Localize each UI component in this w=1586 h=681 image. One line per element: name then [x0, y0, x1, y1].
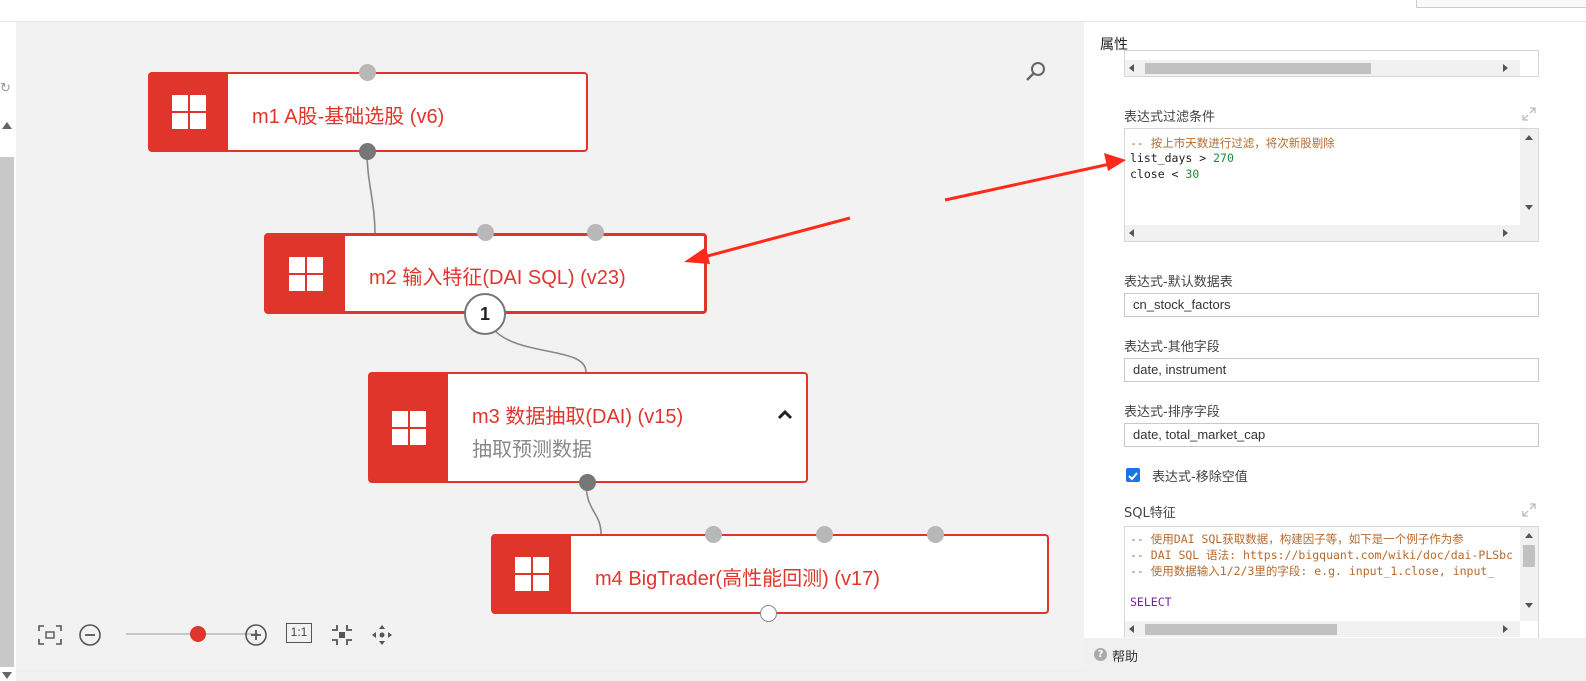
code-line: SELECT	[1130, 595, 1172, 609]
scroll-right-arrow-icon[interactable]	[1503, 64, 1508, 72]
scroll-left-arrow-icon[interactable]	[1129, 625, 1134, 633]
properties-panel: 属性 表达式过滤条件 -- 按上市天数进行过滤，将次新股剔除 list_days…	[1084, 22, 1586, 670]
scroll-down-arrow-icon[interactable]	[2, 672, 12, 679]
search-icon[interactable]	[1024, 60, 1048, 84]
code-line: -- 使用数据输入1/2/3里的字段: e.g. input_1.close, …	[1130, 564, 1495, 578]
node-subtitle: 抽取预测数据	[472, 439, 592, 461]
code-line: list_days > 270	[1130, 151, 1234, 165]
node-m2[interactable]: m2 输入特征(DAI SQL) (v23) 1	[264, 224, 707, 335]
scroll-left-arrow-icon[interactable]	[1129, 229, 1134, 237]
drop-null-label: 表达式-移除空值	[1152, 470, 1248, 485]
module-grid-icon	[493, 536, 571, 612]
scroll-up-arrow-icon[interactable]	[1525, 533, 1533, 538]
horizontal-scrollbar[interactable]	[1125, 225, 1538, 241]
left-gutter: ↻	[0, 22, 16, 679]
help-label: 帮助	[1112, 650, 1139, 665]
scroll-up-arrow-icon[interactable]	[2, 122, 12, 129]
default-table-input[interactable]: cn_stock_factors	[1124, 293, 1539, 317]
input-port[interactable]	[477, 224, 494, 241]
scroll-up-arrow-icon[interactable]	[1525, 135, 1533, 140]
node-title: m2 输入特征(DAI SQL) (v23)	[369, 267, 626, 289]
order-fields-label: 表达式-排序字段	[1124, 405, 1220, 420]
node-m1[interactable]: m1 A股-基础选股 (v6)	[148, 64, 588, 160]
scroll-down-arrow-icon[interactable]	[1525, 603, 1533, 608]
panel-title: 属性	[1100, 37, 1128, 53]
input-port[interactable]	[705, 526, 722, 543]
other-fields-label: 表达式-其他字段	[1124, 340, 1220, 355]
collapse-up-icon[interactable]	[776, 406, 794, 424]
sql-code-editor[interactable]: -- 使用DAI SQL获取数据，构建因子等，如下是一个例子作为参 -- DAI…	[1124, 526, 1539, 638]
bottom-strip	[16, 670, 1586, 681]
drop-null-checkbox[interactable]	[1126, 468, 1140, 482]
help-bar[interactable]: ? 帮助	[1084, 638, 1586, 670]
output-port-badge[interactable]: 1	[464, 293, 506, 335]
input-port[interactable]	[927, 526, 944, 543]
node-title: m1 A股-基础选股 (v6)	[252, 106, 445, 128]
vertical-scrollbar[interactable]	[1520, 129, 1538, 225]
expand-icon[interactable]	[1522, 503, 1536, 517]
order-fields-input[interactable]: date, total_market_cap	[1124, 423, 1539, 447]
input-port[interactable]	[587, 224, 604, 241]
filter-code-editor[interactable]: -- 按上市天数进行过滤，将次新股剔除 list_days > 270 clos…	[1124, 128, 1539, 242]
other-fields-input[interactable]: date, instrument	[1124, 358, 1539, 382]
module-grid-icon	[150, 74, 228, 150]
sql-label: SQL特征	[1124, 506, 1176, 521]
node-title: m3 数据抽取(DAI) (v15)	[472, 406, 684, 428]
horizontal-scrollbar[interactable]	[1125, 621, 1520, 637]
scroll-right-arrow-icon[interactable]	[1503, 229, 1508, 237]
code-line: -- 按上市天数进行过滤，将次新股剔除	[1130, 136, 1335, 150]
input-port[interactable]	[359, 64, 376, 81]
actual-size-button[interactable]: 1:1	[286, 623, 312, 643]
scroll-left-arrow-icon[interactable]	[1129, 64, 1134, 72]
output-port[interactable]	[359, 143, 376, 160]
top-right-toolbar	[1416, 0, 1586, 8]
module-grid-icon	[370, 374, 448, 481]
scrollbar-thumb[interactable]	[1523, 545, 1535, 567]
module-grid-icon	[267, 236, 345, 311]
scroll-right-arrow-icon[interactable]	[1503, 625, 1508, 633]
code-area-clipped[interactable]	[1124, 50, 1539, 77]
refresh-icon[interactable]: ↻	[0, 81, 11, 96]
output-port[interactable]	[579, 474, 596, 491]
filter-label: 表达式过滤条件	[1124, 110, 1216, 125]
code-line: -- 使用DAI SQL获取数据，构建因子等，如下是一个例子作为参	[1130, 532, 1464, 546]
help-icon: ?	[1094, 648, 1107, 661]
edge-m1-m2	[366, 151, 376, 235]
expand-icon[interactable]	[1522, 107, 1536, 121]
code-text: list_days > 270	[1130, 151, 1234, 165]
check-icon	[1128, 472, 1138, 481]
pan-icon[interactable]	[370, 623, 394, 647]
code-line: -- DAI SQL 语法: https://bigquant.com/wiki…	[1130, 548, 1514, 562]
input-port[interactable]	[816, 526, 833, 543]
fit-view-icon[interactable]	[38, 623, 62, 647]
scrollbar-thumb[interactable]	[1145, 63, 1371, 74]
horizontal-scrollbar[interactable]	[1125, 60, 1520, 76]
vertical-scrollbar[interactable]	[1520, 527, 1538, 621]
scrollbar-thumb[interactable]	[1145, 624, 1337, 635]
center-icon[interactable]	[330, 623, 354, 647]
scroll-down-arrow-icon[interactable]	[1525, 205, 1533, 210]
code-line: close < 30	[1130, 167, 1199, 181]
default-table-label: 表达式-默认数据表	[1124, 275, 1233, 290]
workflow-canvas[interactable]: m1 A股-基础选股 (v6) m2 输入特征(DAI SQL) (v23) 1…	[16, 22, 1084, 670]
zoom-in-icon[interactable]	[244, 623, 268, 647]
output-port[interactable]	[760, 605, 777, 622]
code-text: close < 30	[1130, 167, 1200, 181]
top-strip	[0, 0, 1586, 22]
node-m3[interactable]: m3 数据抽取(DAI) (v15) 抽取预测数据	[368, 372, 808, 491]
zoom-out-icon[interactable]	[78, 623, 102, 647]
node-m4[interactable]: m4 BigTrader(高性能回测) (v17)	[491, 526, 1049, 622]
zoom-slider-thumb[interactable]	[190, 626, 206, 642]
zoom-toolbar: 1:1	[38, 620, 418, 650]
node-title: m4 BigTrader(高性能回测) (v17)	[595, 568, 880, 590]
vertical-scrollbar-thumb[interactable]	[0, 157, 14, 667]
